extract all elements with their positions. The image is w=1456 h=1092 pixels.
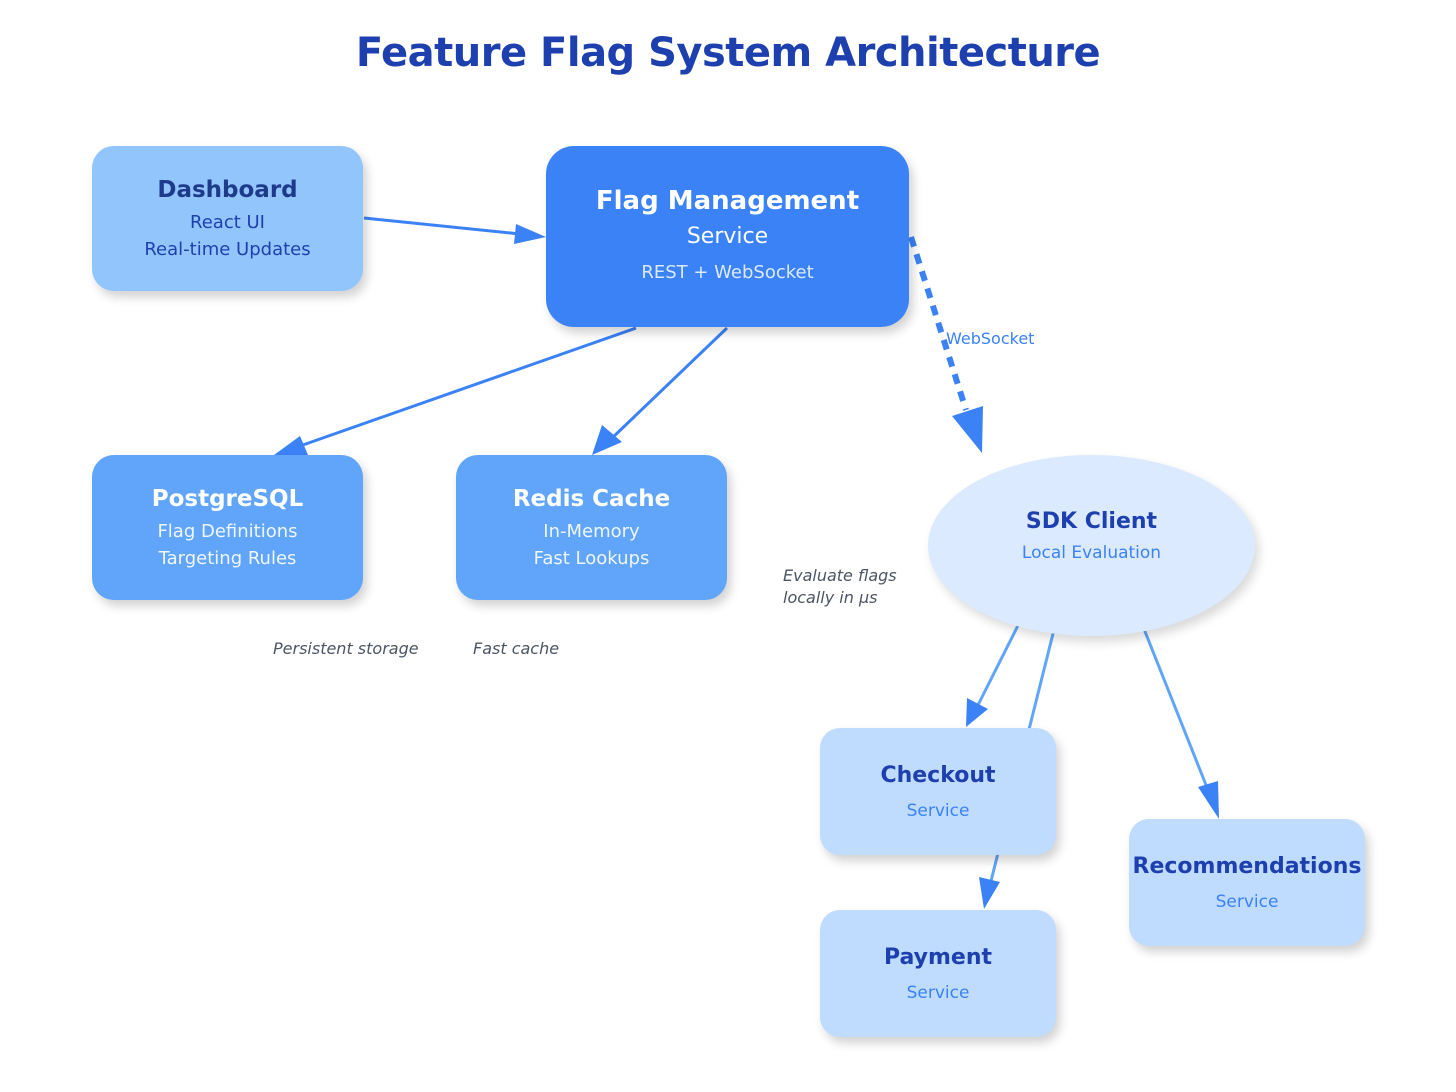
node-dashboard[interactable]: Dashboard React UI Real-time Updates [92, 146, 363, 291]
node-title: PostgreSQL [151, 485, 304, 512]
node-subtitle: Service [906, 982, 970, 1003]
arrowhead-icon [1198, 781, 1219, 819]
node-line: Flag Definitions [157, 520, 298, 542]
annotation-evaluate-flags: Evaluate flags locally in µs [783, 565, 897, 609]
node-line: Fast Lookups [533, 547, 650, 569]
arrowhead-icon [966, 698, 988, 727]
node-title: Redis Cache [512, 485, 671, 512]
node-line: In-Memory [543, 520, 640, 542]
diagram-title: Feature Flag System Architecture [355, 30, 1101, 76]
node-subtitle: Local Evaluation [1021, 542, 1162, 563]
arrowhead-icon [952, 406, 983, 453]
annotation-line: Evaluate flags [783, 566, 897, 585]
node-subtitle: Service [1215, 891, 1279, 912]
node-subtitle: Service [686, 223, 769, 249]
node-subtitle: Service [906, 800, 970, 821]
node-recommendations-service[interactable]: Recommendations Service [1129, 819, 1365, 946]
edge-label-websocket: WebSocket [946, 329, 1035, 348]
node-line: Targeting Rules [158, 547, 297, 569]
node-title: Payment [883, 944, 993, 970]
node-title: Dashboard [157, 176, 298, 203]
node-title: Flag Management [595, 185, 860, 216]
node-title: SDK Client [1025, 508, 1158, 534]
node-sdk-client[interactable]: SDK Client Local Evaluation [928, 455, 1255, 636]
annotation-line: locally in µs [783, 588, 878, 607]
node-flag-management[interactable]: Flag Management Service REST + WebSocket [546, 146, 909, 327]
node-detail: REST + WebSocket [641, 261, 814, 283]
node-payment-service[interactable]: Payment Service [820, 910, 1056, 1037]
node-line: React UI [190, 211, 265, 233]
node-checkout-service[interactable]: Checkout Service [820, 728, 1056, 855]
node-postgresql[interactable]: PostgreSQL Flag Definitions Targeting Ru… [92, 455, 363, 600]
node-title: Recommendations [1132, 853, 1362, 879]
arrowhead-icon [274, 436, 308, 455]
annotation-fast-cache: Fast cache [473, 639, 560, 658]
edge-flag-management-to-redis [592, 326, 729, 455]
node-redis-cache[interactable]: Redis Cache In-Memory Fast Lookups [456, 455, 727, 600]
node-title: Checkout [880, 762, 996, 788]
arrowhead-icon [592, 425, 622, 455]
edge-flag-management-to-postgres [274, 326, 637, 455]
edge-dashboard-to-flag-management [363, 216, 546, 244]
node-line: Real-time Updates [144, 238, 311, 260]
annotation-persistent-storage: Persistent storage [273, 639, 419, 658]
arrowhead-icon [514, 224, 546, 244]
edge-flag-management-to-sdk-client [908, 236, 983, 453]
arrowhead-icon [979, 877, 1000, 909]
